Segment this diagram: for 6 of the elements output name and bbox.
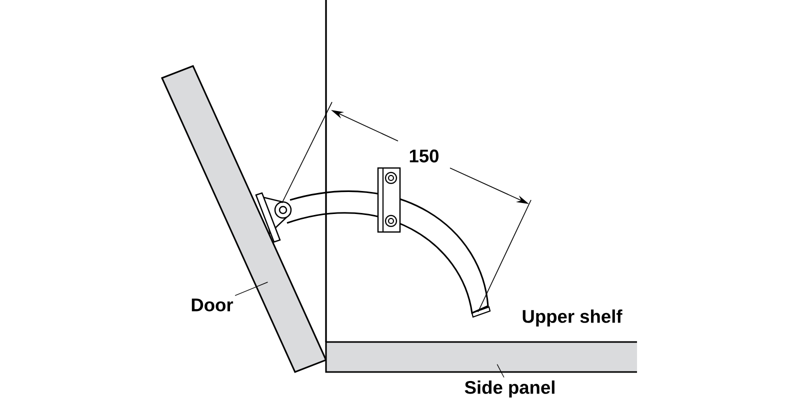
part-label: Side panel	[464, 380, 554, 398]
leader-line	[496, 364, 504, 378]
side-panel	[325, 341, 638, 373]
leader-line	[234, 282, 268, 296]
dimension-value: 150	[410, 150, 438, 162]
part-label: Door	[192, 298, 234, 312]
